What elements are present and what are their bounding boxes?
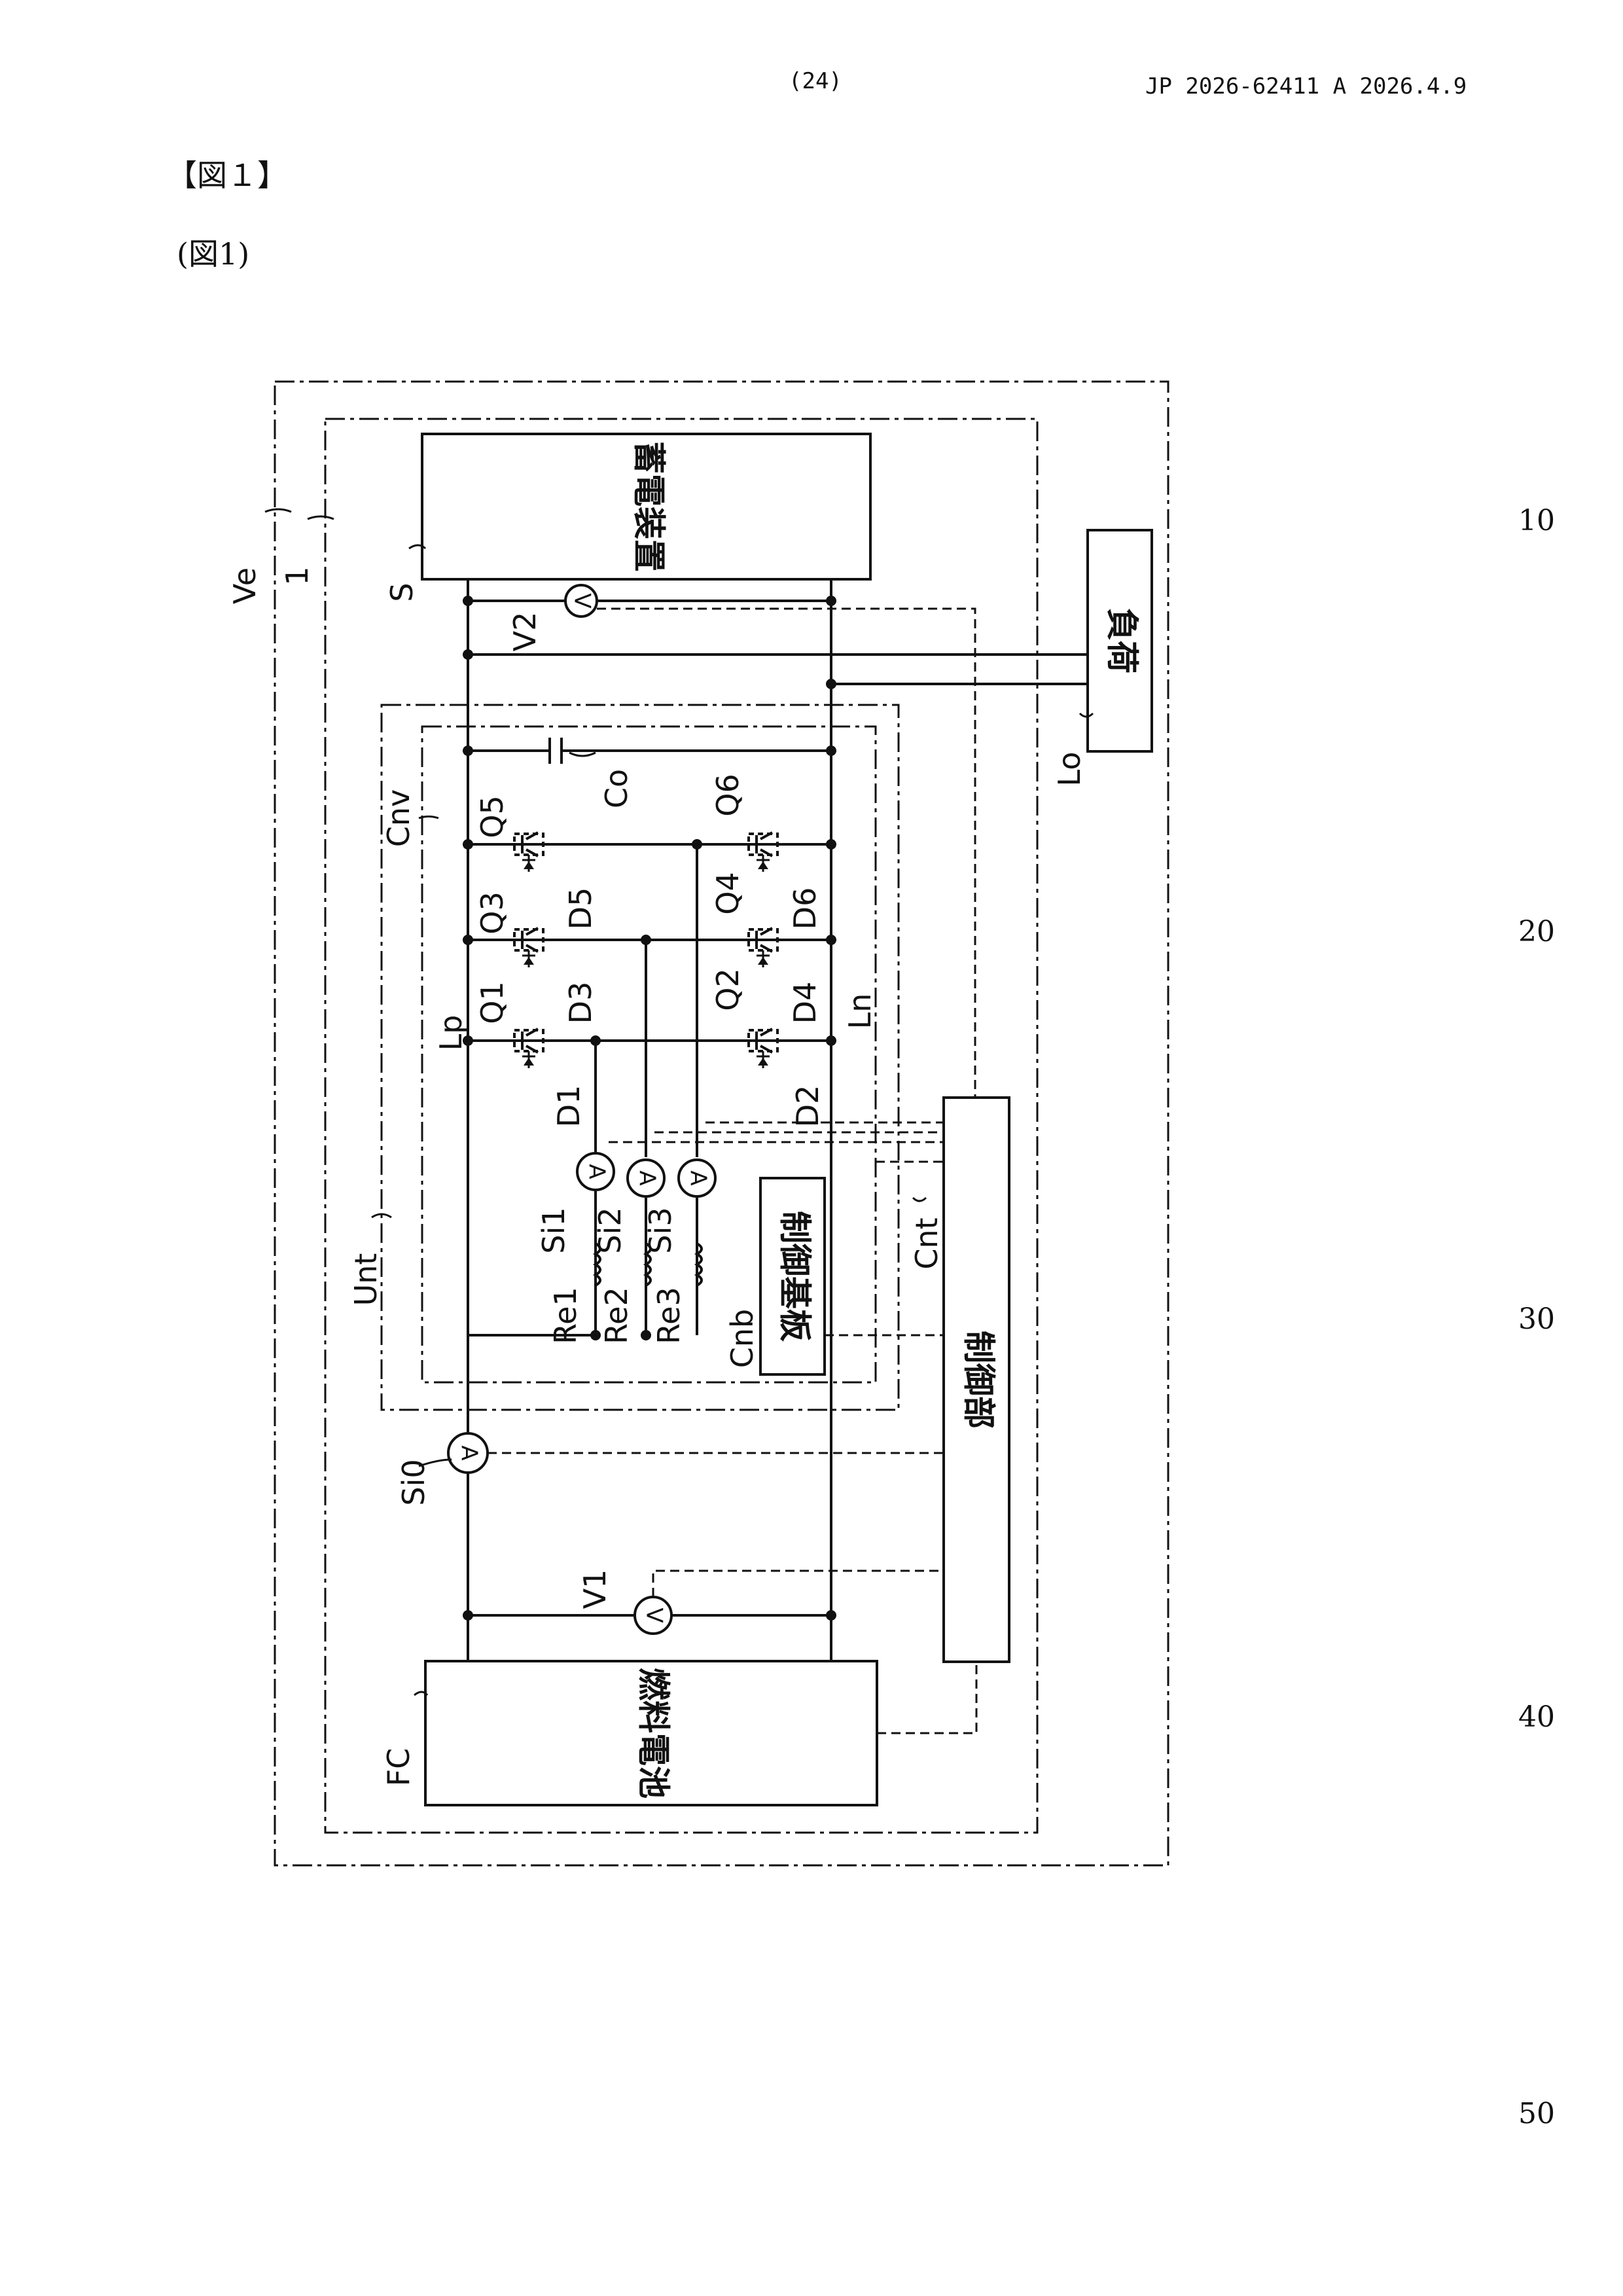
label-co: Co bbox=[599, 769, 634, 808]
label-q6: Q6 bbox=[710, 774, 745, 816]
label-si2: Si2 bbox=[592, 1207, 628, 1253]
label-re3: Re3 bbox=[651, 1287, 687, 1344]
v1-symbol: V bbox=[641, 1607, 668, 1623]
label-si1: Si1 bbox=[536, 1207, 571, 1253]
label-q4: Q4 bbox=[710, 872, 745, 914]
label-q1: Q1 bbox=[474, 981, 510, 1024]
label-ve: Ve bbox=[227, 567, 262, 604]
label-d6: D6 bbox=[787, 888, 823, 930]
label-1: 1 bbox=[279, 566, 315, 585]
label-cnb: Cnb bbox=[724, 1309, 760, 1368]
label-d5: D5 bbox=[563, 888, 598, 930]
label-unt: Unt bbox=[348, 1253, 383, 1306]
positive-rail bbox=[468, 579, 831, 1661]
label-q5: Q5 bbox=[474, 795, 510, 838]
v2-symbol: V bbox=[569, 593, 596, 608]
label-v1: V1 bbox=[577, 1570, 613, 1609]
storage-device-label: 蓄電装置 bbox=[630, 441, 668, 572]
label-d3: D3 bbox=[563, 982, 598, 1024]
label-si3: Si3 bbox=[643, 1207, 678, 1253]
label-v2: V2 bbox=[507, 612, 543, 652]
label-cnt: Cnt bbox=[909, 1217, 944, 1269]
label-si0: Si0 bbox=[396, 1459, 431, 1505]
si2-symbol: A bbox=[634, 1170, 660, 1185]
label-lo: Lo bbox=[1052, 752, 1087, 787]
si3-symbol: A bbox=[685, 1170, 711, 1185]
label-cnv: Cnv bbox=[381, 789, 416, 848]
label-d2: D2 bbox=[790, 1085, 825, 1128]
junction-dots bbox=[463, 596, 836, 1621]
label-re2: Re2 bbox=[599, 1287, 634, 1344]
control-board-label: 制御基板 bbox=[776, 1211, 814, 1342]
label-lp: Lp bbox=[433, 1015, 469, 1051]
system-frame bbox=[325, 419, 1037, 1833]
label-q2: Q2 bbox=[710, 968, 745, 1011]
label-q3: Q3 bbox=[474, 891, 510, 934]
label-d4: D4 bbox=[787, 982, 823, 1024]
phase-lines bbox=[596, 844, 697, 1335]
label-d1: D1 bbox=[551, 1085, 586, 1128]
label-s: S bbox=[384, 583, 419, 601]
controller-label: 制御部 bbox=[960, 1331, 998, 1429]
fuel-cell-label: 燃料電池 bbox=[635, 1668, 673, 1799]
si0-symbol: A bbox=[456, 1445, 482, 1460]
label-ln: Ln bbox=[842, 994, 878, 1030]
si1-symbol: A bbox=[584, 1164, 610, 1179]
label-fc: FC bbox=[381, 1748, 416, 1787]
load-label: 負荷 bbox=[1103, 608, 1141, 673]
label-re1: Re1 bbox=[548, 1287, 583, 1344]
